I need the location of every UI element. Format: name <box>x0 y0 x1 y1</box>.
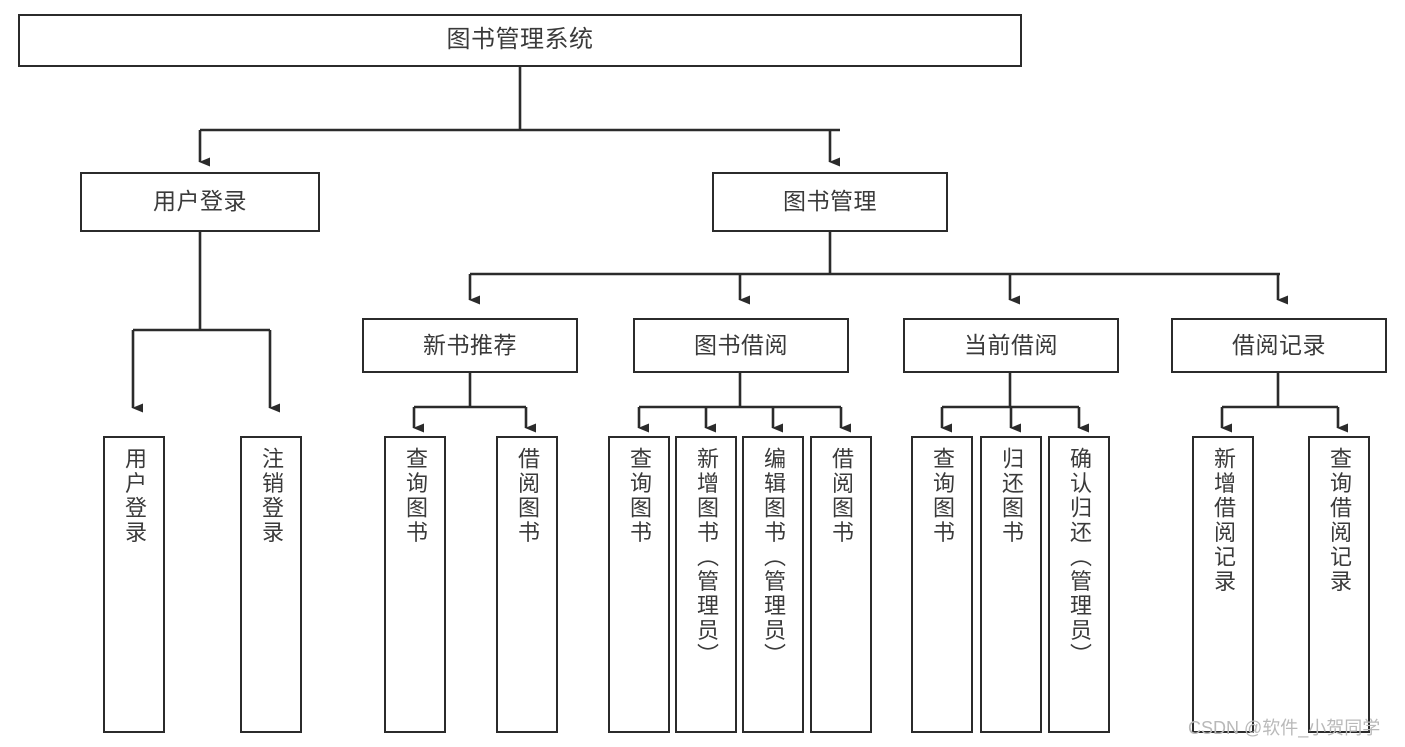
leaf-user-login-login[interactable]: 用户登录 <box>103 436 165 733</box>
node-book-management-label: 图书管理 <box>783 188 877 215</box>
node-root-label: 图书管理系统 <box>446 26 594 54</box>
leaf-record-query-record[interactable]: 查询借阅记录 <box>1308 436 1370 733</box>
node-user-login[interactable]: 用户登录 <box>80 172 320 232</box>
leaf-label: 归还图书 <box>999 447 1024 545</box>
node-new-book-recommend[interactable]: 新书推荐 <box>362 318 578 373</box>
node-book-borrow-label: 图书借阅 <box>694 331 788 358</box>
leaf-recommend-borrow-book[interactable]: 借阅图书 <box>496 436 558 733</box>
node-new-book-recommend-label: 新书推荐 <box>423 331 517 358</box>
leaf-label: 借阅图书 <box>829 447 854 545</box>
leaf-current-confirm-return[interactable]: 确认归还（管理员） <box>1048 436 1110 733</box>
leaf-label: 用户登录 <box>122 447 147 545</box>
leaf-user-login-logout[interactable]: 注销登录 <box>240 436 302 733</box>
leaf-label: 编辑图书（管理员） <box>761 447 786 668</box>
leaf-label: 新增借阅记录 <box>1211 447 1236 594</box>
leaf-label: 查询借阅记录 <box>1327 447 1352 594</box>
node-book-management[interactable]: 图书管理 <box>712 172 948 232</box>
leaf-label: 借阅图书 <box>515 447 540 545</box>
leaf-label: 注销登录 <box>259 447 284 545</box>
node-borrow-record[interactable]: 借阅记录 <box>1171 318 1387 373</box>
node-root-system[interactable]: 图书管理系统 <box>18 14 1022 67</box>
leaf-borrow-borrow-book[interactable]: 借阅图书 <box>810 436 872 733</box>
leaf-label: 查询图书 <box>403 447 428 545</box>
leaf-borrow-query-book[interactable]: 查询图书 <box>608 436 670 733</box>
node-current-borrow[interactable]: 当前借阅 <box>903 318 1119 373</box>
node-current-borrow-label: 当前借阅 <box>964 331 1058 358</box>
leaf-borrow-edit-book[interactable]: 编辑图书（管理员） <box>742 436 804 733</box>
leaf-label: 查询图书 <box>930 447 955 545</box>
node-borrow-record-label: 借阅记录 <box>1232 331 1326 358</box>
leaf-label: 新增图书（管理员） <box>694 447 719 668</box>
leaf-label: 查询图书 <box>627 447 652 545</box>
csdn-watermark: CSDN @软件_小贺同学 <box>1188 718 1381 738</box>
node-user-login-label: 用户登录 <box>153 188 247 215</box>
leaf-current-return-book[interactable]: 归还图书 <box>980 436 1042 733</box>
node-book-borrow[interactable]: 图书借阅 <box>633 318 849 373</box>
leaf-label: 确认归还（管理员） <box>1067 447 1092 668</box>
leaf-record-add-record[interactable]: 新增借阅记录 <box>1192 436 1254 733</box>
leaf-borrow-add-book[interactable]: 新增图书（管理员） <box>675 436 737 733</box>
leaf-recommend-query-book[interactable]: 查询图书 <box>384 436 446 733</box>
leaf-current-query-book[interactable]: 查询图书 <box>911 436 973 733</box>
